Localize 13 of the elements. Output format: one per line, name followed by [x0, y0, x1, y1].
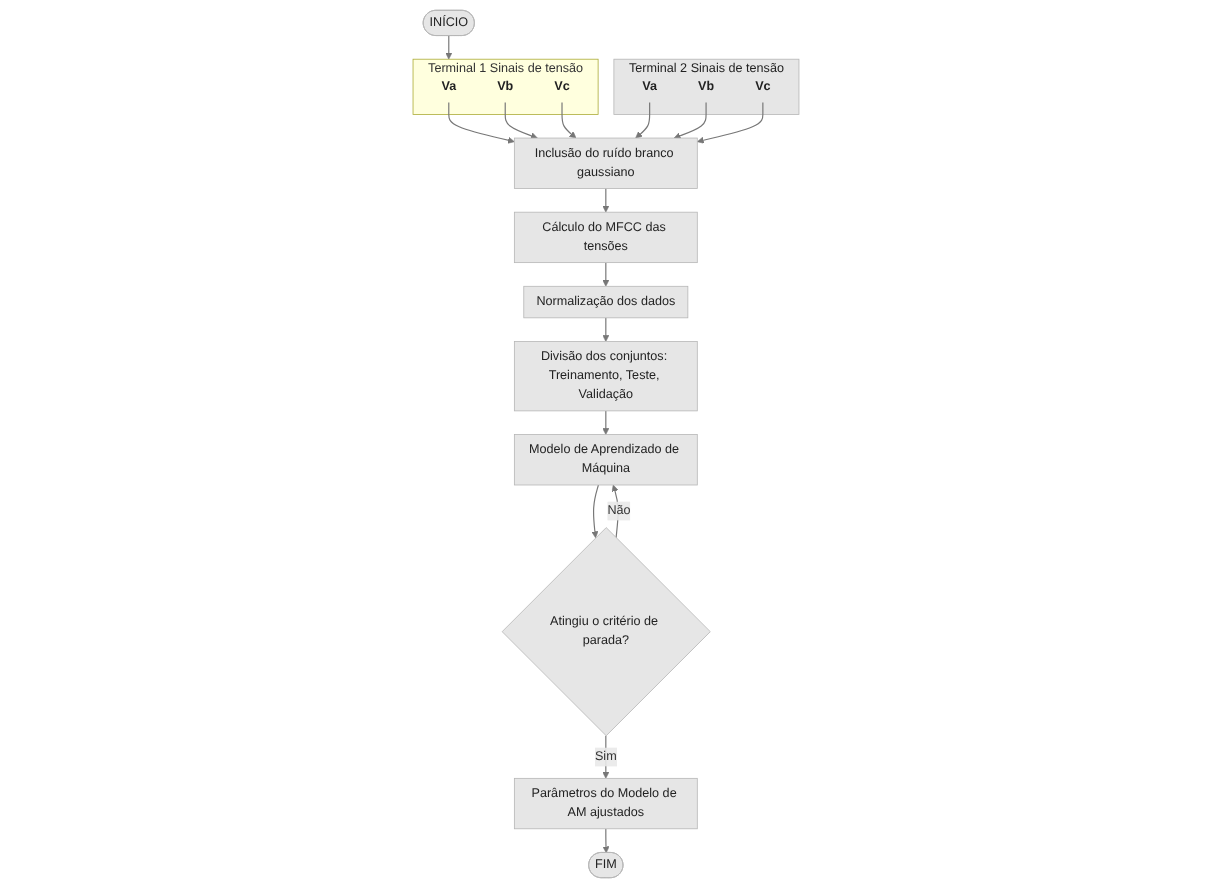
arrow — [602, 828, 610, 854]
arrow — [445, 34, 453, 60]
arrow — [602, 317, 610, 342]
arrow — [602, 262, 610, 287]
arrow — [635, 101, 651, 139]
arrow — [602, 410, 610, 435]
arrow — [602, 187, 610, 213]
arrow — [591, 484, 599, 539]
arrow — [673, 101, 707, 140]
arrow — [448, 101, 515, 144]
arrow — [697, 101, 764, 144]
arrow — [504, 101, 538, 140]
arrow — [561, 101, 577, 139]
